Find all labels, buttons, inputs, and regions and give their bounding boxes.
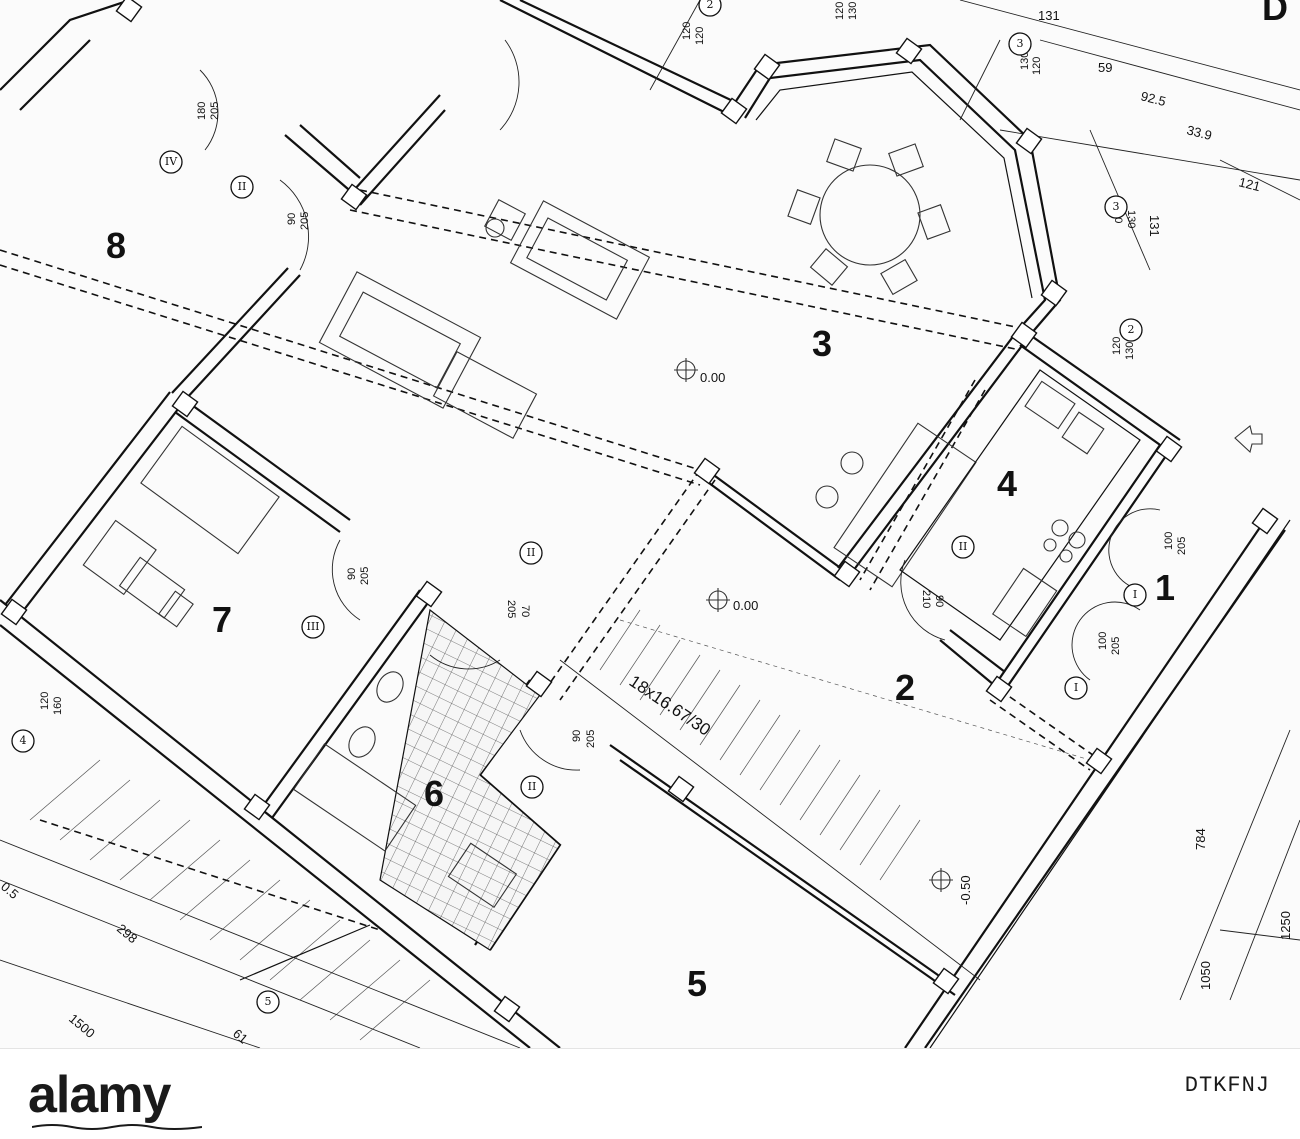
window-dim: 120 <box>681 22 693 40</box>
dimension-label: 1050 <box>1198 961 1213 990</box>
door-height: 205 <box>359 567 371 585</box>
window-dim: 160 <box>52 697 64 715</box>
door-width: 90 <box>933 595 945 607</box>
room-number-7: 7 <box>212 599 232 640</box>
window-dim: 130 <box>1124 342 1136 360</box>
dimension-label: 92.5 <box>1139 88 1167 109</box>
staircase <box>29 609 1091 1041</box>
entrance-arrow-icon <box>1234 425 1263 454</box>
door-width: 100 <box>1097 632 1109 650</box>
door-height: 205 <box>1176 537 1188 555</box>
living-furniture <box>318 198 977 588</box>
svg-text:II: II <box>527 546 536 559</box>
window-dim: 130 <box>847 2 859 20</box>
room-number-5: 5 <box>687 963 707 1004</box>
section-marker: II <box>520 775 544 799</box>
svg-text:4: 4 <box>20 734 27 747</box>
svg-text:3: 3 <box>1017 37 1024 50</box>
svg-text:5: 5 <box>265 995 272 1008</box>
svg-text:III: III <box>306 620 319 633</box>
section-marker: 2 <box>1119 318 1143 342</box>
door-width: 90 <box>571 730 583 742</box>
door-width: 100 <box>1163 532 1175 550</box>
dimension-label: 33.9 <box>1185 122 1213 143</box>
window-dim: 120 <box>694 27 706 45</box>
door-height: 205 <box>209 102 221 120</box>
svg-text:2: 2 <box>707 0 714 11</box>
dimension-label: 0.5 <box>0 879 22 902</box>
svg-text:II: II <box>528 780 537 793</box>
window-dim: 120 <box>834 2 846 20</box>
svg-text:IV: IV <box>165 155 178 168</box>
section-marker: IV <box>159 150 183 174</box>
section-marker: 3 <box>1104 195 1128 219</box>
dimension-label: 121 <box>1237 174 1262 194</box>
dimension-label: 298 <box>114 921 140 946</box>
section-marker: 5 <box>256 990 280 1014</box>
room-number-3: 3 <box>812 323 832 364</box>
level-label: 0.00 <box>700 370 725 385</box>
dimension-label: 59 <box>1098 60 1112 75</box>
section-marker: II <box>230 175 254 199</box>
door-height: 205 <box>585 730 597 748</box>
section-marker: III <box>301 615 325 639</box>
level-label: 0.00 <box>733 598 758 613</box>
stair-label: 18x16.67/30 <box>626 672 714 740</box>
kitchen-units <box>899 369 1141 641</box>
image-id: DTKFNJ <box>1184 1073 1270 1098</box>
room-number-8: 8 <box>106 225 126 266</box>
room-7-furniture <box>82 425 280 628</box>
svg-text:I: I <box>1074 681 1078 694</box>
room-number-1: 1 <box>1155 567 1175 608</box>
floor-plan-drawing: 1 2 3 4 5 6 7 8 18x16.67/30 D 0.00 0.00 … <box>0 0 1300 1048</box>
door-width: 90 <box>286 213 298 225</box>
door-width: 180 <box>196 102 208 120</box>
dimension-label: 1500 <box>66 1011 98 1041</box>
window-dim: 120 <box>1031 57 1043 75</box>
section-marker: 3 <box>1008 32 1032 56</box>
svg-text:3: 3 <box>1113 200 1120 213</box>
door-height: 205 <box>505 600 517 618</box>
window-dim: 130 <box>1019 52 1031 70</box>
section-marker: I <box>1123 583 1147 607</box>
window-dim: 120 <box>39 692 51 710</box>
dimension-label: 131 <box>1038 8 1060 23</box>
structural-columns <box>0 0 1279 1023</box>
section-marker: II <box>951 535 975 559</box>
section-marker: I <box>1064 676 1088 700</box>
section-marker: 4 <box>11 729 35 753</box>
door-height: 205 <box>299 212 311 230</box>
window-dim: 130 <box>1125 210 1137 228</box>
room-number-2: 2 <box>895 667 915 708</box>
dimension-label: 1250 <box>1278 911 1293 940</box>
window-dim: 120 <box>1111 337 1123 355</box>
door-width: 70 <box>519 605 531 617</box>
door-height: 205 <box>1110 637 1122 655</box>
svg-text:2: 2 <box>1128 323 1135 336</box>
svg-text:I: I <box>1133 588 1137 601</box>
svg-text:II: II <box>238 180 247 193</box>
grid-letter: D <box>1262 0 1288 28</box>
dimension-label: 131 <box>1147 215 1162 237</box>
dimension-label: 784 <box>1193 828 1208 850</box>
footer-bar: alamy DTKFNJ <box>0 1048 1300 1139</box>
door-height: 210 <box>920 590 932 608</box>
floor-plan-svg: 1 2 3 4 5 6 7 8 18x16.67/30 D 0.00 0.00 … <box>0 0 1300 1048</box>
section-marker: II <box>519 541 543 565</box>
door-width: 90 <box>346 568 358 580</box>
level-label: -0.50 <box>958 875 973 905</box>
brand-logo: alamy <box>28 1066 171 1124</box>
svg-text:II: II <box>959 540 968 553</box>
room-number-4: 4 <box>997 463 1017 504</box>
room-number-6: 6 <box>424 773 444 814</box>
brand-underline-icon <box>32 1124 202 1130</box>
section-marker: 2 <box>698 0 722 17</box>
dining-table <box>787 138 951 296</box>
